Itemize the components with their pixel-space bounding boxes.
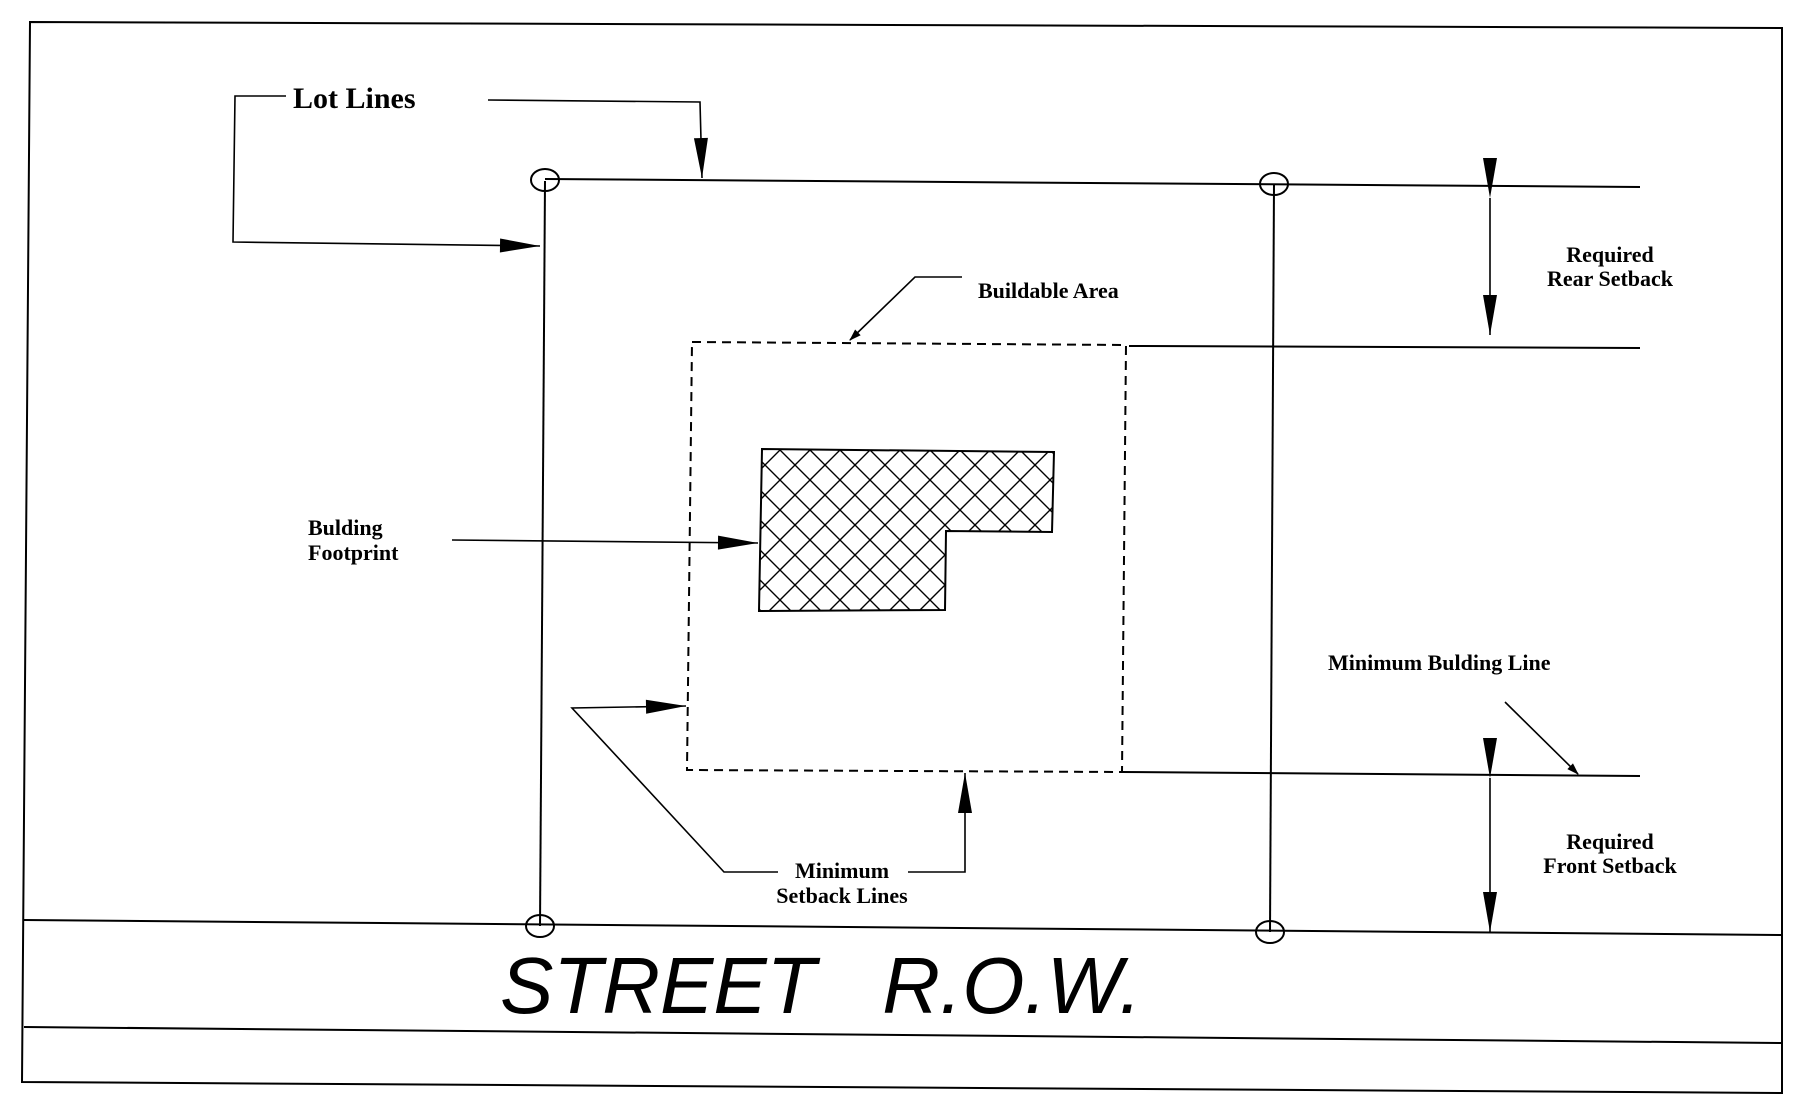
minimum-setback-lines-leader-right	[908, 773, 972, 873]
street-row-bottom-line	[23, 1026, 1783, 1044]
required-front-setback-label-1: Required	[1566, 829, 1654, 854]
building-footprint-label-1: Bulding	[308, 515, 383, 540]
required-rear-setback-label-1: Required	[1566, 242, 1654, 267]
buildable-area-label: Buildable Area	[978, 278, 1119, 303]
lot-line-right	[1269, 183, 1275, 933]
street-row-label: STREET R.O.W.	[500, 941, 1141, 1030]
minimum-setback-lines-leader-left	[570, 699, 778, 873]
lot-line-left	[539, 180, 546, 927]
street-row-top-line	[23, 919, 1783, 936]
buildable-area-leader	[849, 276, 962, 341]
minimum-building-line-label: Minimum Bulding Line	[1328, 650, 1551, 675]
lot-corner-marker	[1259, 172, 1289, 196]
lot-corner-marker	[1255, 920, 1285, 944]
lot-lines-leader-top	[487, 99, 708, 179]
minimum-setback-lines-label-2: Setback Lines	[776, 883, 908, 908]
lot-lines-leader-left	[232, 95, 541, 253]
building-footprint-label-2: Footprint	[308, 540, 399, 565]
lot-corner-marker	[530, 168, 560, 192]
minimum-building-line	[1121, 771, 1641, 777]
required-rear-setback-label-2: Rear Setback	[1547, 266, 1674, 291]
lot-line-rear	[544, 178, 1641, 188]
rear-setback-line	[1128, 345, 1641, 349]
building-footprint-leader	[451, 535, 759, 550]
building-footprint	[757, 447, 1056, 613]
lot-corner-marker	[525, 914, 555, 938]
minimum-building-line-leader	[1504, 701, 1579, 775]
outer-frame	[20, 20, 1783, 1095]
lot-lines-label: Lot Lines	[293, 82, 416, 115]
required-front-setback-label-2: Front Setback	[1543, 853, 1677, 878]
minimum-setback-lines-label-1: Minimum	[795, 858, 889, 883]
